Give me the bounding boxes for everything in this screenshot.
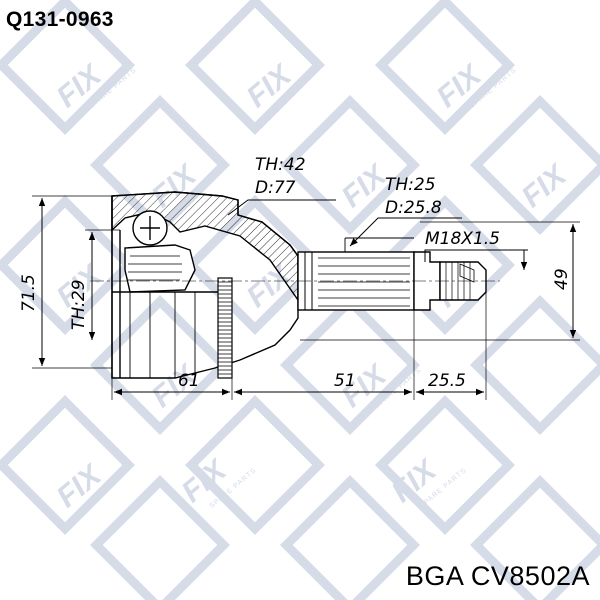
leader-thread (424, 249, 528, 262)
cv-joint-outline (90, 191, 500, 379)
label-length-body: 61 (178, 371, 200, 391)
watermark-logo: FIX (386, 453, 444, 510)
label-inner-thread: TH:29 (69, 279, 89, 330)
dimension-labels: TH:42 D:77 TH:25 D:25.8 M18X1.5 71.5 TH:… (19, 155, 572, 391)
leader-outer (227, 199, 336, 216)
label-height-right: 49 (552, 268, 572, 290)
label-length-tip: 25.5 (428, 371, 466, 391)
label-height-left: 71.5 (19, 274, 39, 312)
dimension-lines (32, 195, 580, 400)
label-outer-thread: TH:42 (255, 155, 306, 175)
label-shaft-diameter: D:25.8 (385, 198, 442, 218)
abs-ring (217, 277, 233, 379)
leader-shaft (349, 217, 462, 247)
label-outer-diameter: D:77 (255, 178, 296, 198)
watermark-logo: FIX (51, 58, 109, 115)
watermark-logo: FIX (241, 58, 299, 115)
watermark-logo: FIX (431, 58, 489, 115)
label-length-shaft: 51 (334, 371, 356, 391)
brand-part-number: BGA CV8502A (405, 561, 590, 591)
label-thread-spec: M18X1.5 (425, 229, 500, 249)
watermark-logo: FIX (51, 458, 109, 515)
label-shaft-thread: TH:25 (385, 175, 436, 195)
inner-race (124, 244, 196, 293)
part-code-title: Q131-0963 (6, 8, 114, 31)
